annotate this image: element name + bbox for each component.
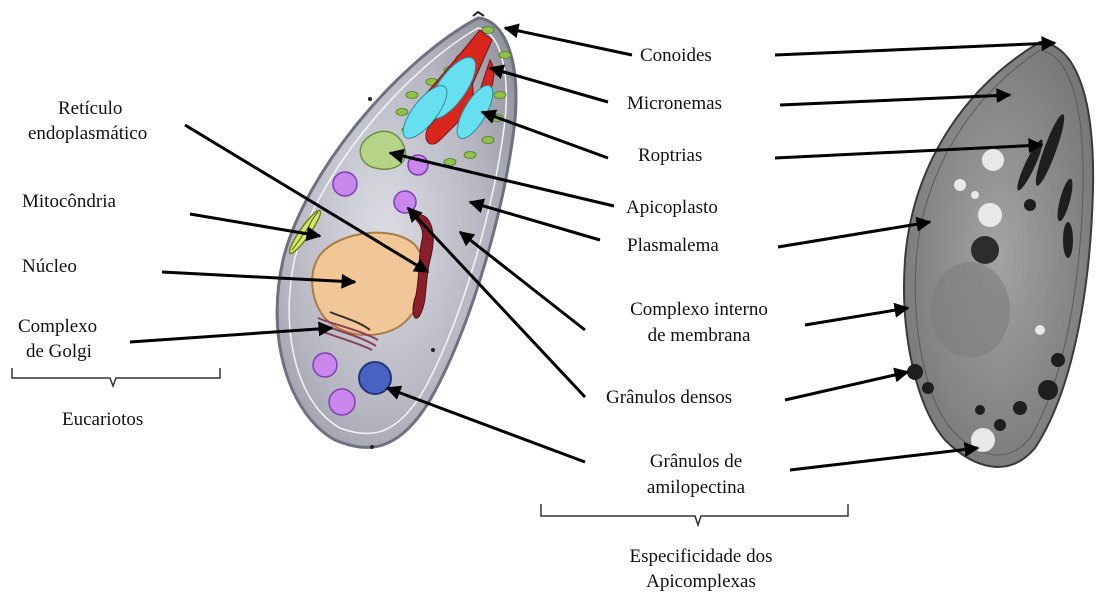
label-roptrias: Roptrias (638, 144, 702, 168)
label-apicoplasto: Apicoplasto (626, 196, 718, 220)
label-complexo-interno-line2: de membrana (606, 324, 792, 348)
cell-schematic (277, 12, 516, 449)
bracket-apicomplexas (541, 504, 848, 525)
label-golgi-line2: de Golgi (26, 340, 92, 364)
label-especificidade-line1: Especificidade dos (596, 545, 806, 569)
label-reticulo-line2: endoplasmático (28, 122, 147, 146)
label-eucariotos: Eucariotos (62, 408, 143, 432)
label-amilopectina-line1: Grânulos de (616, 450, 776, 474)
micrograph (904, 42, 1093, 467)
amylopectin-granule (359, 362, 391, 394)
nucleus (312, 233, 425, 335)
label-complexo-interno-line1: Complexo interno (606, 298, 792, 322)
label-conoides: Conoides (640, 44, 712, 68)
label-mitocondria: Mitocôndria (22, 190, 116, 214)
label-nucleo: Núcleo (22, 255, 77, 279)
label-amilopectina-line2: amilopectina (616, 476, 776, 500)
label-granulos-densos: Grânulos densos (606, 386, 732, 410)
label-micronemas: Micronemas (627, 92, 722, 116)
cell-outer-membrane (277, 18, 516, 447)
label-especificidade-line2: Apicomplexas (596, 570, 806, 594)
bracket-eucariotos (12, 368, 220, 386)
label-plasmalema: Plasmalema (627, 234, 719, 258)
label-golgi-line1: Complexo (18, 315, 97, 339)
label-reticulo-line1: Retículo (58, 97, 122, 121)
micrograph-cell-body (904, 42, 1093, 467)
